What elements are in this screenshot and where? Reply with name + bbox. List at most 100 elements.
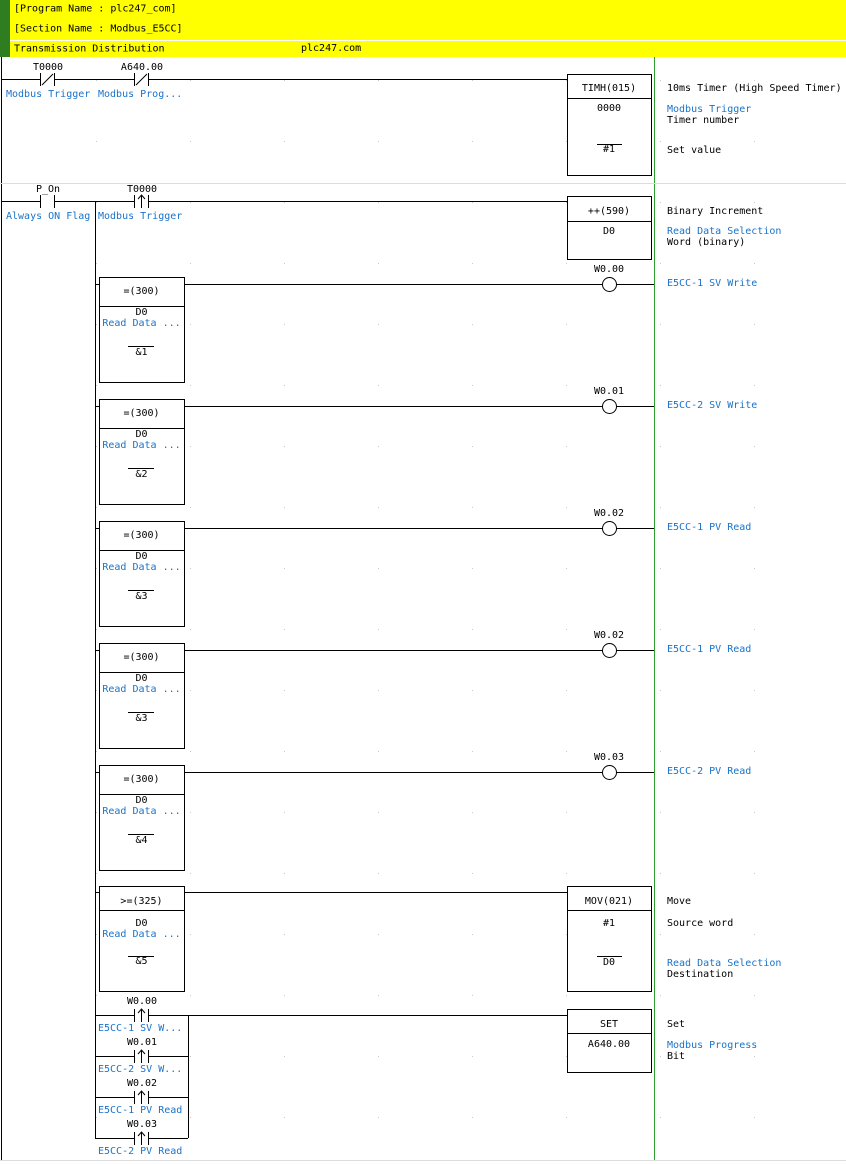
contact-address: W0.01 bbox=[126, 1037, 158, 1048]
coil bbox=[602, 643, 617, 658]
instruction-operand[interactable]: &4 bbox=[135, 835, 148, 846]
instruction-operand[interactable]: 0000 bbox=[596, 103, 622, 114]
contact-comment: Modbus Prog... bbox=[98, 89, 183, 100]
operand-comment: Modbus Trigger bbox=[667, 104, 752, 115]
coil-comment: E5CC-2 SV Write bbox=[667, 400, 758, 411]
instruction-description: 10ms Timer (High Speed Timer) bbox=[667, 83, 842, 94]
contact-address: T0000 bbox=[126, 184, 158, 195]
contact-comment: Modbus Trigger bbox=[98, 211, 183, 222]
instruction-operand[interactable]: &2 bbox=[135, 469, 148, 480]
instruction-name[interactable]: =(300) bbox=[123, 286, 160, 297]
coil-address[interactable]: W0.03 bbox=[593, 752, 625, 763]
contact-up-t0000 bbox=[134, 194, 149, 208]
operand-comment: Read Data ... bbox=[102, 562, 181, 573]
instruction-name[interactable]: =(300) bbox=[123, 408, 160, 419]
compare-rung bbox=[95, 765, 654, 871]
instruction-description: Move bbox=[667, 896, 692, 907]
coil-address[interactable]: W0.00 bbox=[593, 264, 625, 275]
section-name: [Section Name : Modbus_E5CC] bbox=[14, 23, 183, 35]
coil bbox=[602, 399, 617, 414]
compare-rung bbox=[95, 643, 654, 749]
operand-comment: Read Data ... bbox=[102, 440, 181, 451]
compare-rung bbox=[95, 399, 654, 505]
coil-comment: E5CC-2 PV Read bbox=[667, 766, 752, 777]
instruction-name[interactable]: SET bbox=[599, 1019, 619, 1030]
contact-comment: E5CC-1 PV Read bbox=[98, 1105, 183, 1116]
contact-address: P_On bbox=[35, 184, 61, 195]
contact-address: W0.03 bbox=[126, 1119, 158, 1130]
section-name-bar[interactable]: [Section Name : Modbus_E5CC] bbox=[0, 18, 846, 40]
operand-comment: Read Data Selection bbox=[667, 226, 782, 237]
coil-address[interactable]: W0.02 bbox=[593, 630, 625, 641]
instruction-operand[interactable]: D0 bbox=[135, 795, 148, 806]
contact-address: T0000 bbox=[32, 62, 64, 73]
operand-label: Set value bbox=[667, 145, 722, 156]
instruction-name[interactable]: =(300) bbox=[123, 652, 160, 663]
instruction-operand[interactable]: D0 bbox=[602, 226, 616, 237]
contact-comment: Modbus Trigger bbox=[6, 89, 91, 100]
operand-comment: Read Data ... bbox=[102, 318, 181, 329]
instruction-operand[interactable]: D0 bbox=[135, 551, 148, 562]
contact-nc-t0000 bbox=[40, 73, 55, 86]
instruction-operand[interactable]: &1 bbox=[135, 347, 148, 358]
compare-rung bbox=[95, 277, 654, 383]
rung-comment: Transmission Distribution bbox=[14, 43, 165, 55]
operand-comment: Read Data ... bbox=[102, 929, 181, 940]
operand-label: Destination bbox=[667, 969, 734, 980]
program-name: [Program Name : plc247_com] bbox=[14, 3, 177, 15]
instruction-name[interactable]: TIMH(015) bbox=[581, 83, 637, 94]
instruction-operand[interactable]: &3 bbox=[135, 591, 148, 602]
contact-comment: Always ON Flag bbox=[6, 211, 91, 222]
coil-comment: E5CC-1 PV Read bbox=[667, 644, 752, 655]
instruction-operand[interactable]: &5 bbox=[135, 956, 148, 967]
contact-comment: E5CC-2 SV W... bbox=[98, 1064, 183, 1075]
site-watermark: plc247.com bbox=[301, 43, 362, 54]
instruction-name[interactable]: >=(325) bbox=[120, 896, 163, 907]
instruction-name[interactable]: MOV(021) bbox=[584, 896, 634, 907]
rung-comment-bar[interactable]: Transmission Distribution plc247.com bbox=[0, 41, 846, 57]
contact-nc-a640 bbox=[134, 73, 149, 86]
operand-comment: Read Data ... bbox=[102, 684, 181, 695]
instruction-operand[interactable]: #1 bbox=[602, 918, 616, 929]
contact-no-pon bbox=[40, 195, 55, 208]
instruction-operand[interactable]: &3 bbox=[135, 713, 148, 724]
operand-comment: Read Data ... bbox=[102, 806, 181, 817]
instruction-description: Set bbox=[667, 1019, 686, 1030]
contact-address: W0.02 bbox=[126, 1078, 158, 1089]
coil-comment: E5CC-1 SV Write bbox=[667, 278, 758, 289]
program-name-bar[interactable]: [Program Name : plc247_com] bbox=[0, 0, 846, 18]
compare-rung bbox=[95, 521, 654, 627]
operand-label: Timer number bbox=[667, 115, 740, 126]
operand-comment: Modbus Progress bbox=[667, 1040, 758, 1051]
operand-label: Source word bbox=[667, 918, 734, 929]
instruction-operand[interactable]: D0 bbox=[602, 957, 616, 968]
operand-label: Bit bbox=[667, 1051, 686, 1062]
instruction-description: Binary Increment bbox=[667, 206, 764, 217]
instruction-operand[interactable]: D0 bbox=[135, 307, 148, 318]
instruction-operand[interactable]: A640.00 bbox=[587, 1039, 631, 1050]
coil-address[interactable]: W0.02 bbox=[593, 508, 625, 519]
operand-comment: Read Data Selection bbox=[667, 958, 782, 969]
instruction-name[interactable]: ++(590) bbox=[587, 206, 631, 217]
instruction-operand[interactable]: D0 bbox=[135, 673, 148, 684]
instruction-name[interactable]: =(300) bbox=[123, 530, 160, 541]
contact-address: W0.00 bbox=[126, 996, 158, 1007]
contact-comment: E5CC-1 SV W... bbox=[98, 1023, 183, 1034]
section-accent bbox=[0, 0, 10, 57]
coil-address[interactable]: W0.01 bbox=[593, 386, 625, 397]
coil-comment: E5CC-1 PV Read bbox=[667, 522, 752, 533]
contact-address: A640.00 bbox=[120, 62, 164, 73]
instruction-operand[interactable]: D0 bbox=[135, 429, 148, 440]
coil bbox=[602, 521, 617, 536]
instruction-operand[interactable]: #1 bbox=[602, 144, 616, 155]
instruction-name[interactable]: =(300) bbox=[123, 774, 160, 785]
operand-label: Word (binary) bbox=[667, 237, 746, 248]
coil bbox=[602, 765, 617, 780]
contact-comment: E5CC-2 PV Read bbox=[98, 1146, 183, 1157]
contact-up bbox=[95, 1090, 188, 1104]
contact-up bbox=[95, 1049, 188, 1063]
instruction-operand[interactable]: D0 bbox=[135, 918, 148, 929]
coil bbox=[602, 277, 617, 292]
